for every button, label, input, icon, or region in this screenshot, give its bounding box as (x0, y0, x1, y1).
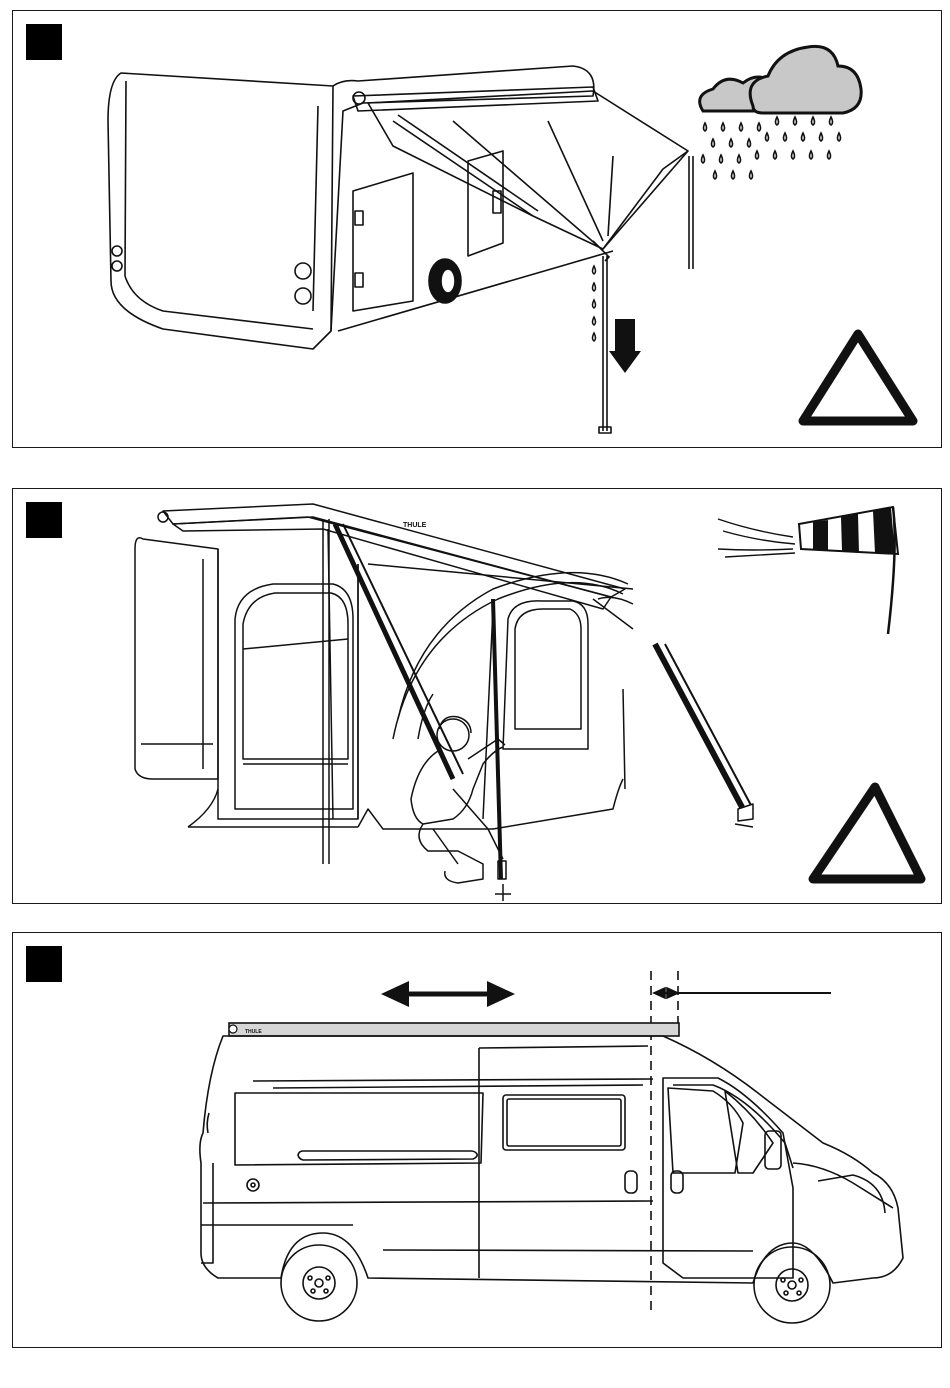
van-body (200, 1036, 903, 1283)
wind-lines-icon (718, 519, 795, 557)
double-arrow-icon (381, 981, 515, 1007)
awning-canopy (368, 91, 688, 249)
caravan-awning-rain-illustration (13, 11, 943, 449)
van-awning-position-illustration: THULE (13, 933, 943, 1349)
panel-mounting-position: THULE (12, 932, 942, 1348)
windsock-icon (799, 507, 898, 634)
down-arrow-icon (609, 319, 641, 373)
awning-logo: THULE (403, 522, 427, 529)
water-drops (593, 266, 596, 341)
awning-bar: THULE (229, 1023, 679, 1036)
warning-triangle-icon (803, 334, 913, 421)
warning-triangle-icon (813, 787, 921, 879)
awning-logo: THULE (245, 1029, 262, 1035)
awning-tiedown-illustration: THULE (13, 489, 943, 905)
panel-wind-warning: THULE (12, 488, 942, 904)
rain-cloud-icon (700, 46, 862, 179)
panel-rain-warning (12, 10, 942, 448)
van-wheel (754, 1247, 830, 1323)
van-wheel (281, 1245, 357, 1321)
dimension-marker (651, 971, 831, 1311)
